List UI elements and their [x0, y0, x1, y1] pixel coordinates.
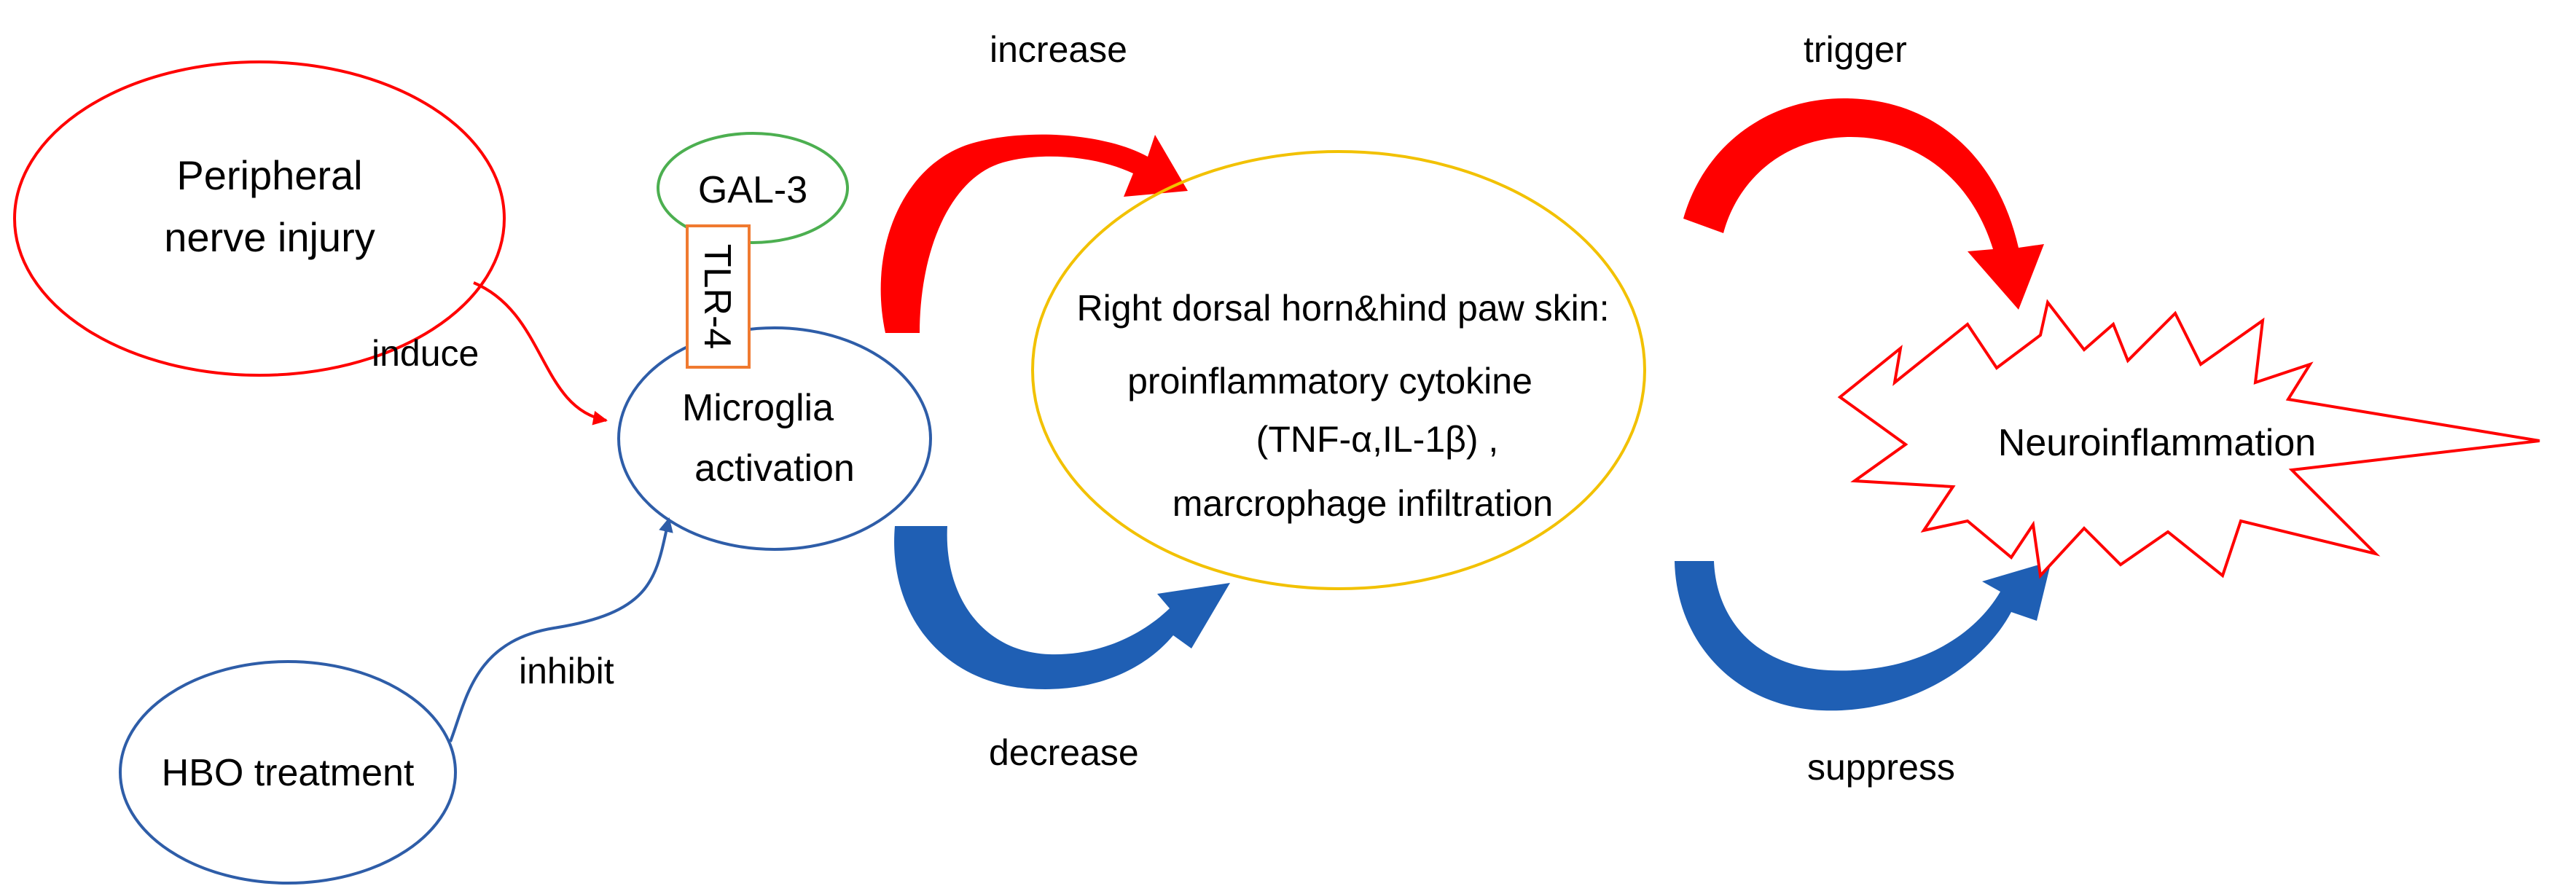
neuroinflammation-starburst [1837, 299, 2540, 579]
microglia-activation-line2: activation [694, 447, 855, 490]
peripheral-nerve-injury-line1: Peripheral [176, 152, 362, 198]
target-tissue-line4: marcrophage infiltration [1172, 483, 1554, 524]
target-tissue-node: Right dorsal horn&hind paw skin: proinfl… [1031, 150, 1646, 590]
inhibit-label: inhibit [519, 651, 614, 691]
microglia-activation-line1: Microglia [682, 387, 834, 429]
induce-arrow [473, 281, 608, 426]
target-tissue-line3: (TNF-α,IL-1β) , [1256, 419, 1499, 460]
trigger-label: trigger [1804, 29, 1907, 70]
hbo-treatment-label: HBO treatment [162, 752, 415, 794]
inhibit-arrow [449, 517, 673, 742]
target-tissue-line2: proinflammatory cytokine [1127, 361, 1532, 401]
suppress-label: suppress [1807, 747, 1955, 788]
gal3-label: GAL-3 [698, 169, 807, 211]
decrease-label: decrease [989, 732, 1139, 773]
tlr4-node: TLR-4 [686, 224, 751, 369]
tlr4-label: TLR-4 [696, 244, 738, 349]
target-tissue-line1: Right dorsal horn&hind paw skin: [1077, 288, 1610, 329]
suppress-arrow [1675, 561, 2051, 711]
peripheral-nerve-injury-line2: nerve injury [164, 214, 375, 260]
neuroinflammation-label: Neuroinflammation [1998, 422, 2316, 464]
increase-arrow [880, 134, 1188, 333]
microglia-activation-node: Microglia activation [617, 326, 932, 551]
neuroinflammation-node: Neuroinflammation [1837, 299, 2540, 579]
decrease-arrow [894, 526, 1230, 689]
trigger-arrow [1683, 98, 2044, 310]
hbo-treatment-node: HBO treatment [119, 660, 457, 885]
peripheral-nerve-injury-node: Peripheral nerve injury [13, 60, 506, 377]
induce-label: induce [372, 333, 479, 374]
gal3-node: GAL-3 [657, 132, 849, 244]
increase-label: increase [990, 29, 1127, 70]
